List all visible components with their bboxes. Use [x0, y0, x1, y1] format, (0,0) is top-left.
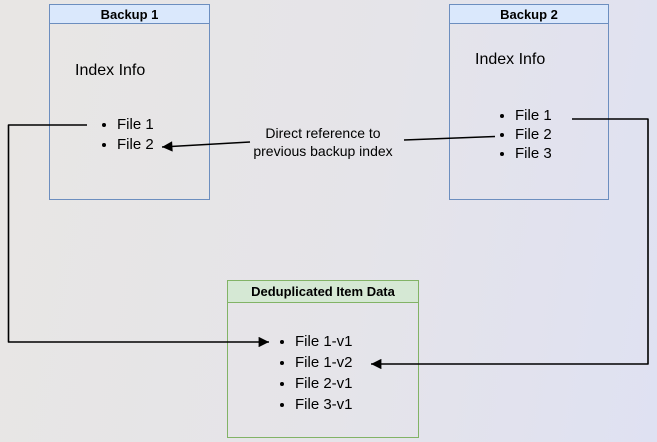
backup1-index-info-label: Index Info — [75, 62, 146, 79]
backup2-file-list: File 1 File 2 File 3 — [501, 106, 552, 163]
direct-reference-label: Direct reference to previous backup inde… — [253, 124, 392, 160]
dedup-box: Deduplicated Item Data File 1-v1 File 1-… — [227, 280, 419, 438]
dedup-title: Deduplicated Item Data — [228, 281, 418, 303]
list-item: File 1 — [117, 115, 154, 135]
list-item: File 1-v1 — [295, 331, 353, 352]
list-item: File 2 — [515, 125, 552, 144]
dedup-file-list: File 1-v1 File 1-v2 File 2-v1 File 3-v1 — [281, 331, 353, 415]
list-item: File 3-v1 — [295, 394, 353, 415]
direct-reference-label-line2: previous backup index — [253, 143, 393, 159]
list-item: File 1-v2 — [295, 352, 353, 373]
list-item: File 2 — [117, 135, 154, 155]
backup2-index-info-label: Index Info — [475, 51, 546, 68]
backup2-box: Backup 2 Index Info File 1 File 2 File 3 — [449, 4, 609, 200]
list-item: File 2-v1 — [295, 373, 353, 394]
backup1-file-list: File 1 File 2 — [103, 115, 154, 155]
direct-reference-label-line1: Direct reference to — [265, 125, 381, 141]
backup1-title: Backup 1 — [50, 5, 209, 24]
list-item: File 1 — [515, 106, 552, 125]
backup1-box: Backup 1 Index Info File 1 File 2 — [49, 4, 210, 200]
backup2-title: Backup 2 — [450, 5, 608, 24]
list-item: File 3 — [515, 144, 552, 163]
